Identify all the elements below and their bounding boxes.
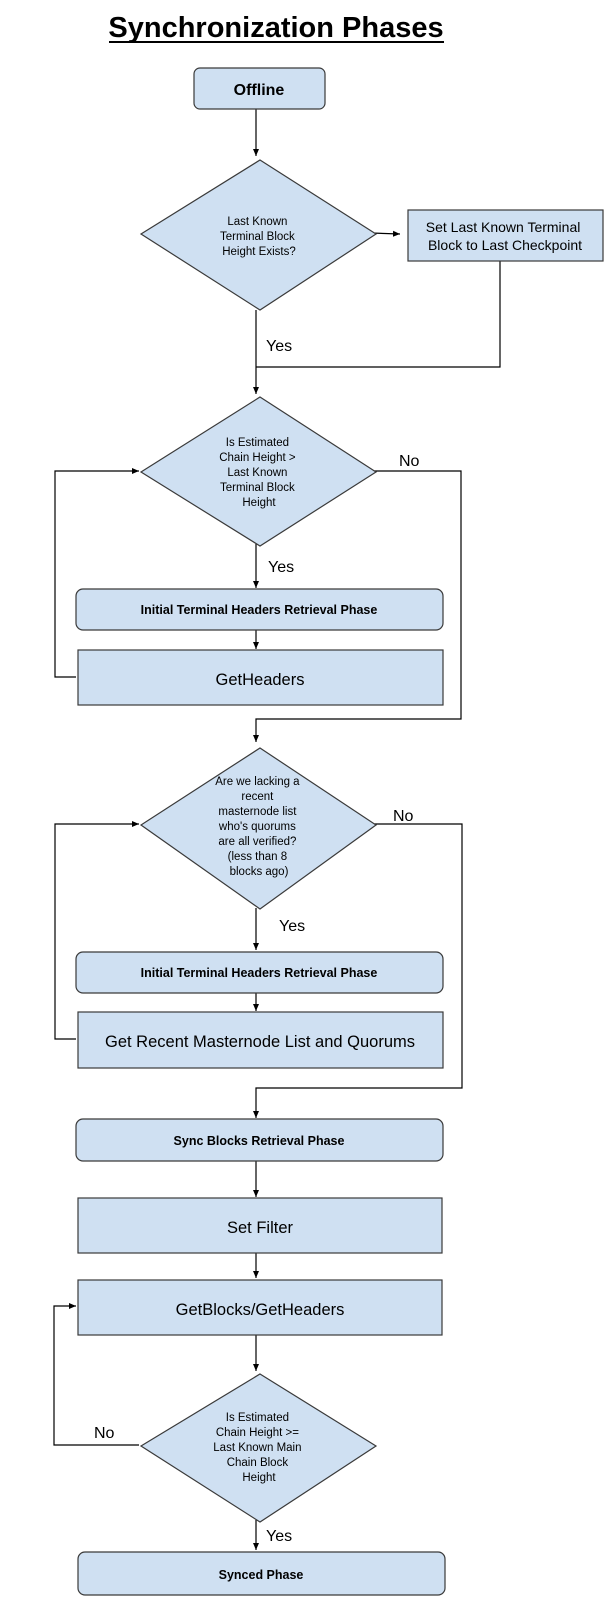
node-get-headers: GetHeaders bbox=[77, 649, 444, 706]
edge-decision2-no bbox=[253, 470, 462, 742]
decision-main-chain-height: Is Estimated Chain Height >= Last Known … bbox=[139, 1373, 378, 1523]
edge-label-yes-2: Yes bbox=[268, 559, 294, 576]
decision3-line-6: (less than 8 bbox=[228, 851, 287, 863]
decision1-line-1: Last Known bbox=[227, 216, 287, 228]
node-get-masternode-list: Get Recent Masternode List and Quorums bbox=[77, 1011, 444, 1069]
phase-sync-blocks: Sync Blocks Retrieval Phase bbox=[75, 1118, 444, 1162]
edge-decision3-no bbox=[253, 823, 463, 1118]
get-masternode-list-label: Get Recent Masternode List and Quorums bbox=[105, 1033, 415, 1051]
decision-terminal-height-exists: Last Known Terminal Block Height Exists? bbox=[139, 159, 378, 311]
decision4-line-1: Is Estimated bbox=[226, 1412, 289, 1424]
decision3-line-2: recent bbox=[241, 791, 274, 803]
edge-masternode-loop bbox=[54, 821, 139, 1040]
decision-chain-height: Is Estimated Chain Height > Last Known T… bbox=[139, 396, 378, 547]
decision4-line-3: Last Known Main bbox=[213, 1442, 301, 1454]
checkpoint-line-1: Set Last Known Terminal bbox=[426, 219, 581, 235]
set-filter-label: Set Filter bbox=[227, 1219, 294, 1237]
phase-synced: Synced Phase bbox=[77, 1551, 446, 1596]
edge-checkpoint-return bbox=[256, 259, 501, 368]
diagram-title: Synchronization Phases bbox=[108, 12, 443, 44]
edge-label-no-1: No bbox=[399, 453, 420, 470]
decision1-line-2: Terminal Block bbox=[220, 231, 295, 243]
decision4-line-5: Height bbox=[242, 1472, 276, 1484]
edge-label-yes-1: Yes bbox=[266, 338, 292, 355]
node-get-blocks: GetBlocks/GetHeaders bbox=[77, 1279, 443, 1336]
decision2-line-4: Terminal Block bbox=[220, 482, 295, 494]
node-offline: Offline bbox=[193, 67, 326, 110]
svg-text:Are we lacking a recent: Are we lacking a recent masternode list … bbox=[215, 776, 303, 878]
checkpoint-line-2: Block to Last Checkpoint bbox=[428, 237, 582, 253]
svg-text:Last Known Terminal Bloc: Last Known Terminal Block Height Exists? bbox=[220, 216, 298, 258]
phase-initial-headers-2-label: Initial Terminal Headers Retrieval Phase bbox=[141, 966, 378, 980]
decision4-line-2: Chain Height >= bbox=[216, 1427, 299, 1439]
phase-initial-headers-1-label: Initial Terminal Headers Retrieval Phase bbox=[141, 603, 378, 617]
decision2-line-3: Last Known bbox=[227, 467, 287, 479]
connectors bbox=[53, 108, 501, 1550]
edge-label-yes-3: Yes bbox=[279, 918, 305, 935]
get-headers-label: GetHeaders bbox=[216, 671, 305, 689]
decision3-line-4: who's quorums bbox=[218, 821, 296, 833]
svg-text:Is Estimated Chain Heigh: Is Estimated Chain Height >= Last Known … bbox=[213, 1412, 304, 1484]
decision4-line-4: Chain Block bbox=[227, 1457, 289, 1469]
edge-getheaders-loop bbox=[54, 468, 139, 678]
svg-text:Is Estimated Chain Heigh: Is Estimated Chain Height > Last Known T… bbox=[219, 437, 299, 509]
decision-masternode: Are we lacking a recent masternode list … bbox=[139, 747, 378, 910]
edge-decision1-to-checkpoint bbox=[370, 230, 401, 237]
edge-label-no-3: No bbox=[94, 1425, 115, 1442]
decision2-line-1: Is Estimated bbox=[226, 437, 289, 449]
decision3-line-7: blocks ago) bbox=[230, 866, 289, 878]
svg-text:Set Last Known Terminal: Set Last Known Terminal Block to Last Ch… bbox=[426, 219, 585, 253]
get-blocks-label: GetBlocks/GetHeaders bbox=[176, 1301, 345, 1319]
phase-initial-headers-1: Initial Terminal Headers Retrieval Phase bbox=[75, 588, 444, 631]
edge-decision4-no bbox=[53, 1303, 139, 1446]
decision2-line-2: Chain Height > bbox=[219, 452, 296, 464]
edge-label-yes-4: Yes bbox=[266, 1528, 292, 1545]
node-set-filter: Set Filter bbox=[77, 1197, 443, 1254]
decision1-line-3: Height Exists? bbox=[222, 246, 296, 258]
phase-initial-headers-2: Initial Terminal Headers Retrieval Phase bbox=[75, 951, 444, 994]
edge-labels: Yes No Yes No Yes No Yes bbox=[94, 338, 420, 1545]
phase-synced-label: Synced Phase bbox=[219, 1568, 304, 1582]
phase-sync-blocks-label: Sync Blocks Retrieval Phase bbox=[174, 1134, 345, 1148]
decision2-line-5: Height bbox=[242, 497, 276, 509]
decision3-line-3: masternode list bbox=[218, 806, 297, 818]
decision3-line-1: Are we lacking a bbox=[215, 776, 300, 788]
node-offline-label: Offline bbox=[234, 82, 285, 99]
edge-label-no-2: No bbox=[393, 808, 414, 825]
node-set-checkpoint: Set Last Known Terminal Block to Last Ch… bbox=[407, 209, 604, 262]
decision3-line-5: are all verified? bbox=[218, 836, 296, 848]
